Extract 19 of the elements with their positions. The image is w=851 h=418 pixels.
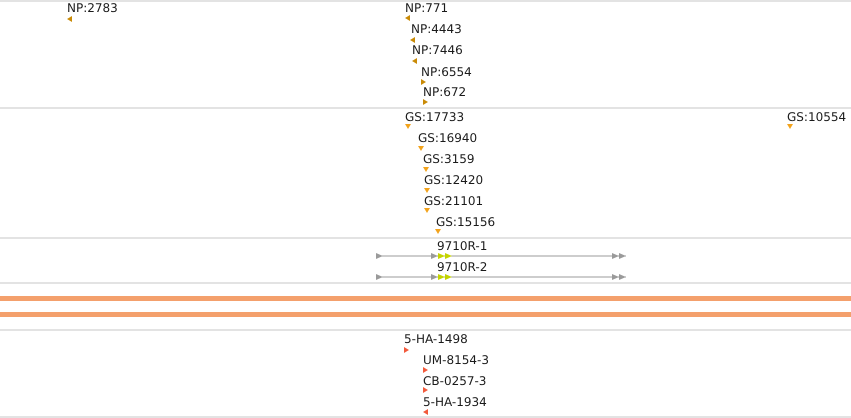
feature-label: NP:7446	[412, 43, 463, 57]
feature-label: GS:15156	[436, 215, 496, 229]
feature-label: NP:771	[405, 1, 448, 15]
feature-label: GS:3159	[423, 152, 474, 166]
feature-label: UM-8154-3	[423, 353, 489, 367]
feature-label: 5-HA-1498	[404, 332, 468, 346]
feature-label: 5-HA-1934	[423, 395, 487, 409]
feature-label: GS:10554	[787, 110, 846, 124]
feature-label: 9710R-1	[437, 239, 488, 253]
feature-label: NP:2783	[67, 1, 118, 15]
feature-label: NP:672	[423, 85, 466, 99]
feature-label: GS:12420	[424, 173, 484, 187]
feature-label: GS:16940	[418, 131, 478, 145]
feature-label: GS:21101	[424, 194, 484, 208]
feature-label: NP:6554	[421, 65, 472, 79]
feature-label: 9710R-2	[437, 260, 488, 274]
feature-label: NP:4443	[411, 22, 462, 36]
feature-label: CB-0257-3	[423, 374, 486, 388]
feature-label: GS:17733	[405, 110, 464, 124]
